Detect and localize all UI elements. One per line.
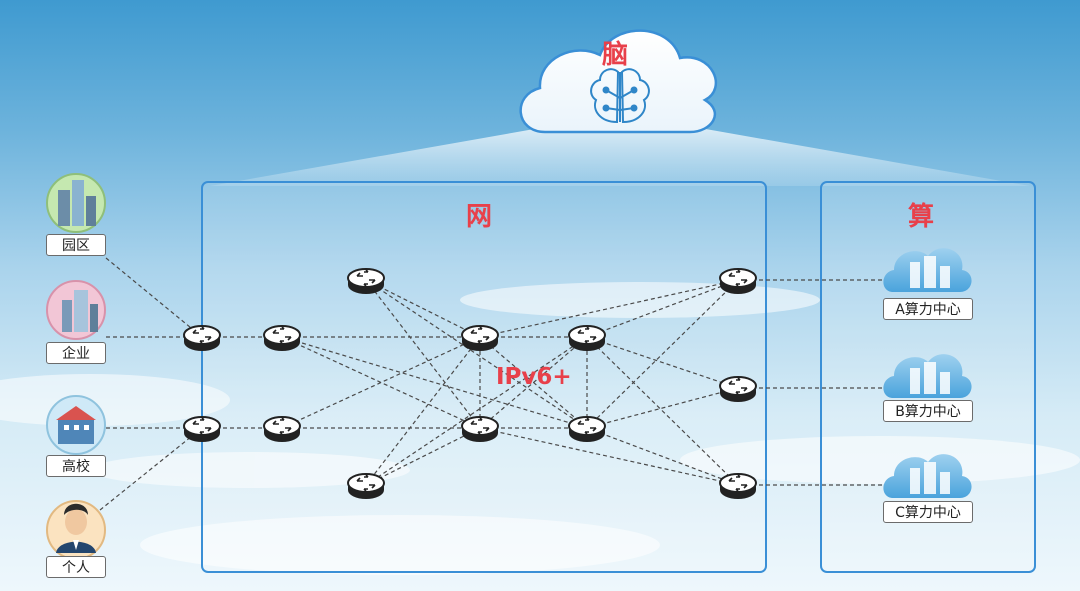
network-link — [586, 336, 739, 389]
brain-light-beam — [210, 128, 1030, 186]
router-icon — [183, 325, 221, 351]
source-label-university: 高校 — [46, 455, 106, 477]
person-avatar-icon — [46, 500, 106, 560]
network-routers — [183, 268, 757, 499]
network-link — [365, 336, 481, 486]
network-link — [479, 427, 739, 486]
datacenter-cloud-icon — [883, 454, 972, 498]
network-title: 网 — [466, 202, 493, 232]
datacenter-label-b: B算力中心 — [883, 400, 973, 422]
router-icon — [719, 376, 757, 402]
network-link — [479, 279, 739, 338]
network-link — [479, 336, 588, 429]
compute-title: 算 — [908, 202, 935, 232]
ipv6-label: IPv6+ — [496, 364, 572, 390]
network-frame — [201, 181, 767, 573]
network-link — [586, 279, 739, 338]
router-icon — [347, 473, 385, 499]
enterprise-building-icon — [46, 280, 106, 340]
router-icon — [568, 416, 606, 442]
network-link — [365, 279, 588, 429]
router-icon — [461, 325, 499, 351]
datacenter-label-c: C算力中心 — [883, 501, 973, 523]
datacenter-cloud-icon — [883, 354, 972, 398]
network-link — [586, 427, 739, 486]
brain-title: 脑 — [602, 40, 629, 70]
router-icon — [719, 473, 757, 499]
network-link — [365, 336, 588, 486]
router-icon — [263, 325, 301, 351]
source-label-person: 个人 — [46, 556, 106, 578]
router-icon — [347, 268, 385, 294]
network-link — [365, 279, 481, 429]
network-link — [365, 279, 481, 338]
router-icon — [263, 416, 301, 442]
datacenter-cloud-icon — [883, 248, 972, 292]
network-link — [281, 336, 481, 429]
router-icon — [719, 268, 757, 294]
network-link — [586, 279, 739, 429]
router-icon — [568, 325, 606, 351]
source-label-campus: 园区 — [46, 234, 106, 256]
datacenter-label-a: A算力中心 — [883, 298, 973, 320]
network-link — [586, 336, 739, 486]
router-icon — [183, 416, 221, 442]
network-link — [586, 387, 739, 429]
network-links — [99, 257, 886, 511]
router-icon — [461, 416, 499, 442]
brain-icon — [590, 68, 650, 124]
network-link — [105, 257, 203, 338]
campus-buildings-icon — [46, 173, 106, 233]
university-icon — [46, 395, 106, 455]
network-link — [99, 427, 203, 511]
network-link — [365, 427, 481, 486]
source-label-enterprise: 企业 — [46, 342, 106, 364]
